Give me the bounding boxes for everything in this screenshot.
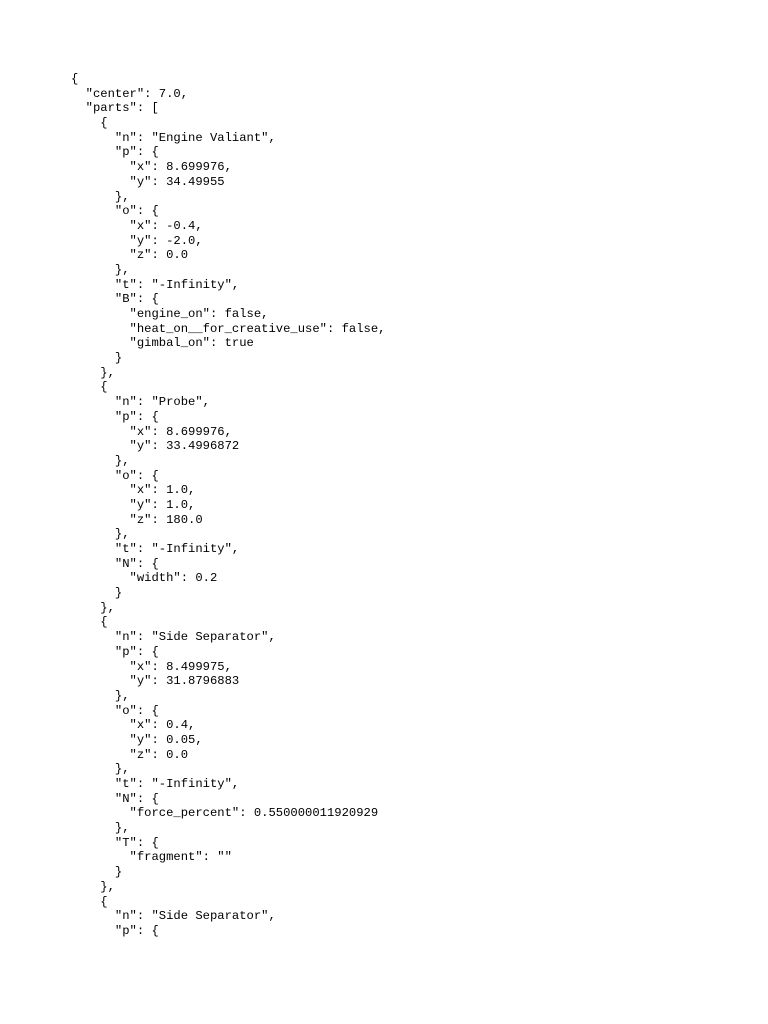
json-line: }, xyxy=(71,879,115,894)
json-line: "p": { xyxy=(71,923,159,938)
json-line: "x": 1.0, xyxy=(71,483,196,498)
json-line: "fragment": "" xyxy=(71,850,232,865)
json-line: "N": { xyxy=(71,791,159,806)
json-line: }, xyxy=(71,688,130,703)
json-line: "B": { xyxy=(71,292,159,307)
json-line: }, xyxy=(71,527,130,542)
json-line: "y": 33.4996872 xyxy=(71,439,240,454)
json-line: { xyxy=(71,615,108,630)
json-line: "t": "-Infinity", xyxy=(71,542,240,556)
json-line: "x": -0.4, xyxy=(71,218,203,233)
json-line: "z": 0.0 xyxy=(71,248,189,263)
json-line: "force_percent": 0.550000011920929 xyxy=(71,806,379,821)
json-line: "x": 8.499975, xyxy=(71,659,232,674)
json-line: }, xyxy=(71,365,115,380)
json-line: "parts": [ xyxy=(71,101,159,116)
json-line: "center": 7.0, xyxy=(71,86,189,101)
json-line: { xyxy=(71,894,108,909)
json-line: "p": { xyxy=(71,644,159,659)
json-line: "x": 8.699976, xyxy=(71,424,232,439)
json-line: "t": "-Infinity", xyxy=(71,277,240,292)
json-line: "T": { xyxy=(71,835,159,850)
json-line: "x": 0.4, xyxy=(71,718,196,733)
json-line: "o": { xyxy=(71,468,159,483)
json-line: { xyxy=(71,72,79,86)
json-line: }, xyxy=(71,189,130,204)
json-line: "N": { xyxy=(71,556,159,571)
json-line: "o": { xyxy=(71,204,159,219)
json-line: }, xyxy=(71,762,130,777)
json-line: "n": "Side Separator", xyxy=(71,909,276,924)
json-line: "gimbal_on": true xyxy=(71,336,254,351)
json-line: } xyxy=(71,586,123,601)
json-line: "engine_on": false, xyxy=(71,307,269,321)
json-line: "p": { xyxy=(71,409,159,424)
json-line: "t": "-Infinity", xyxy=(71,777,240,791)
json-line: "n": "Engine Valiant", xyxy=(71,130,276,145)
json-line: "y": 34.49955 xyxy=(71,174,225,189)
json-line: "y": -2.0, xyxy=(71,233,203,248)
json-line: { xyxy=(71,116,108,131)
json-line: "n": "Probe", xyxy=(71,395,210,410)
json-line: } xyxy=(71,351,123,366)
json-line: "y": 31.8796883 xyxy=(71,674,240,689)
json-line: "z": 180.0 xyxy=(71,512,203,527)
json-line: }, xyxy=(71,821,130,836)
json-line: "n": "Side Separator", xyxy=(71,630,276,645)
json-line: }, xyxy=(71,600,115,615)
json-line: "y": 0.05, xyxy=(71,732,203,747)
json-line: "z": 0.0 xyxy=(71,747,189,762)
json-line: "heat_on__for_creative_use": false, xyxy=(71,321,386,336)
json-line: }, xyxy=(71,453,130,468)
json-document: { "center": 7.0, "parts": [ { "n": "Engi… xyxy=(71,72,386,939)
json-line: "p": { xyxy=(71,145,159,160)
json-line: "width": 0.2 xyxy=(71,571,218,586)
json-line: } xyxy=(71,865,123,880)
json-line: "y": 1.0, xyxy=(71,497,196,512)
json-line: }, xyxy=(71,262,130,277)
json-line: "o": { xyxy=(71,703,159,718)
json-line: "x": 8.699976, xyxy=(71,160,232,175)
json-line: { xyxy=(71,380,108,395)
